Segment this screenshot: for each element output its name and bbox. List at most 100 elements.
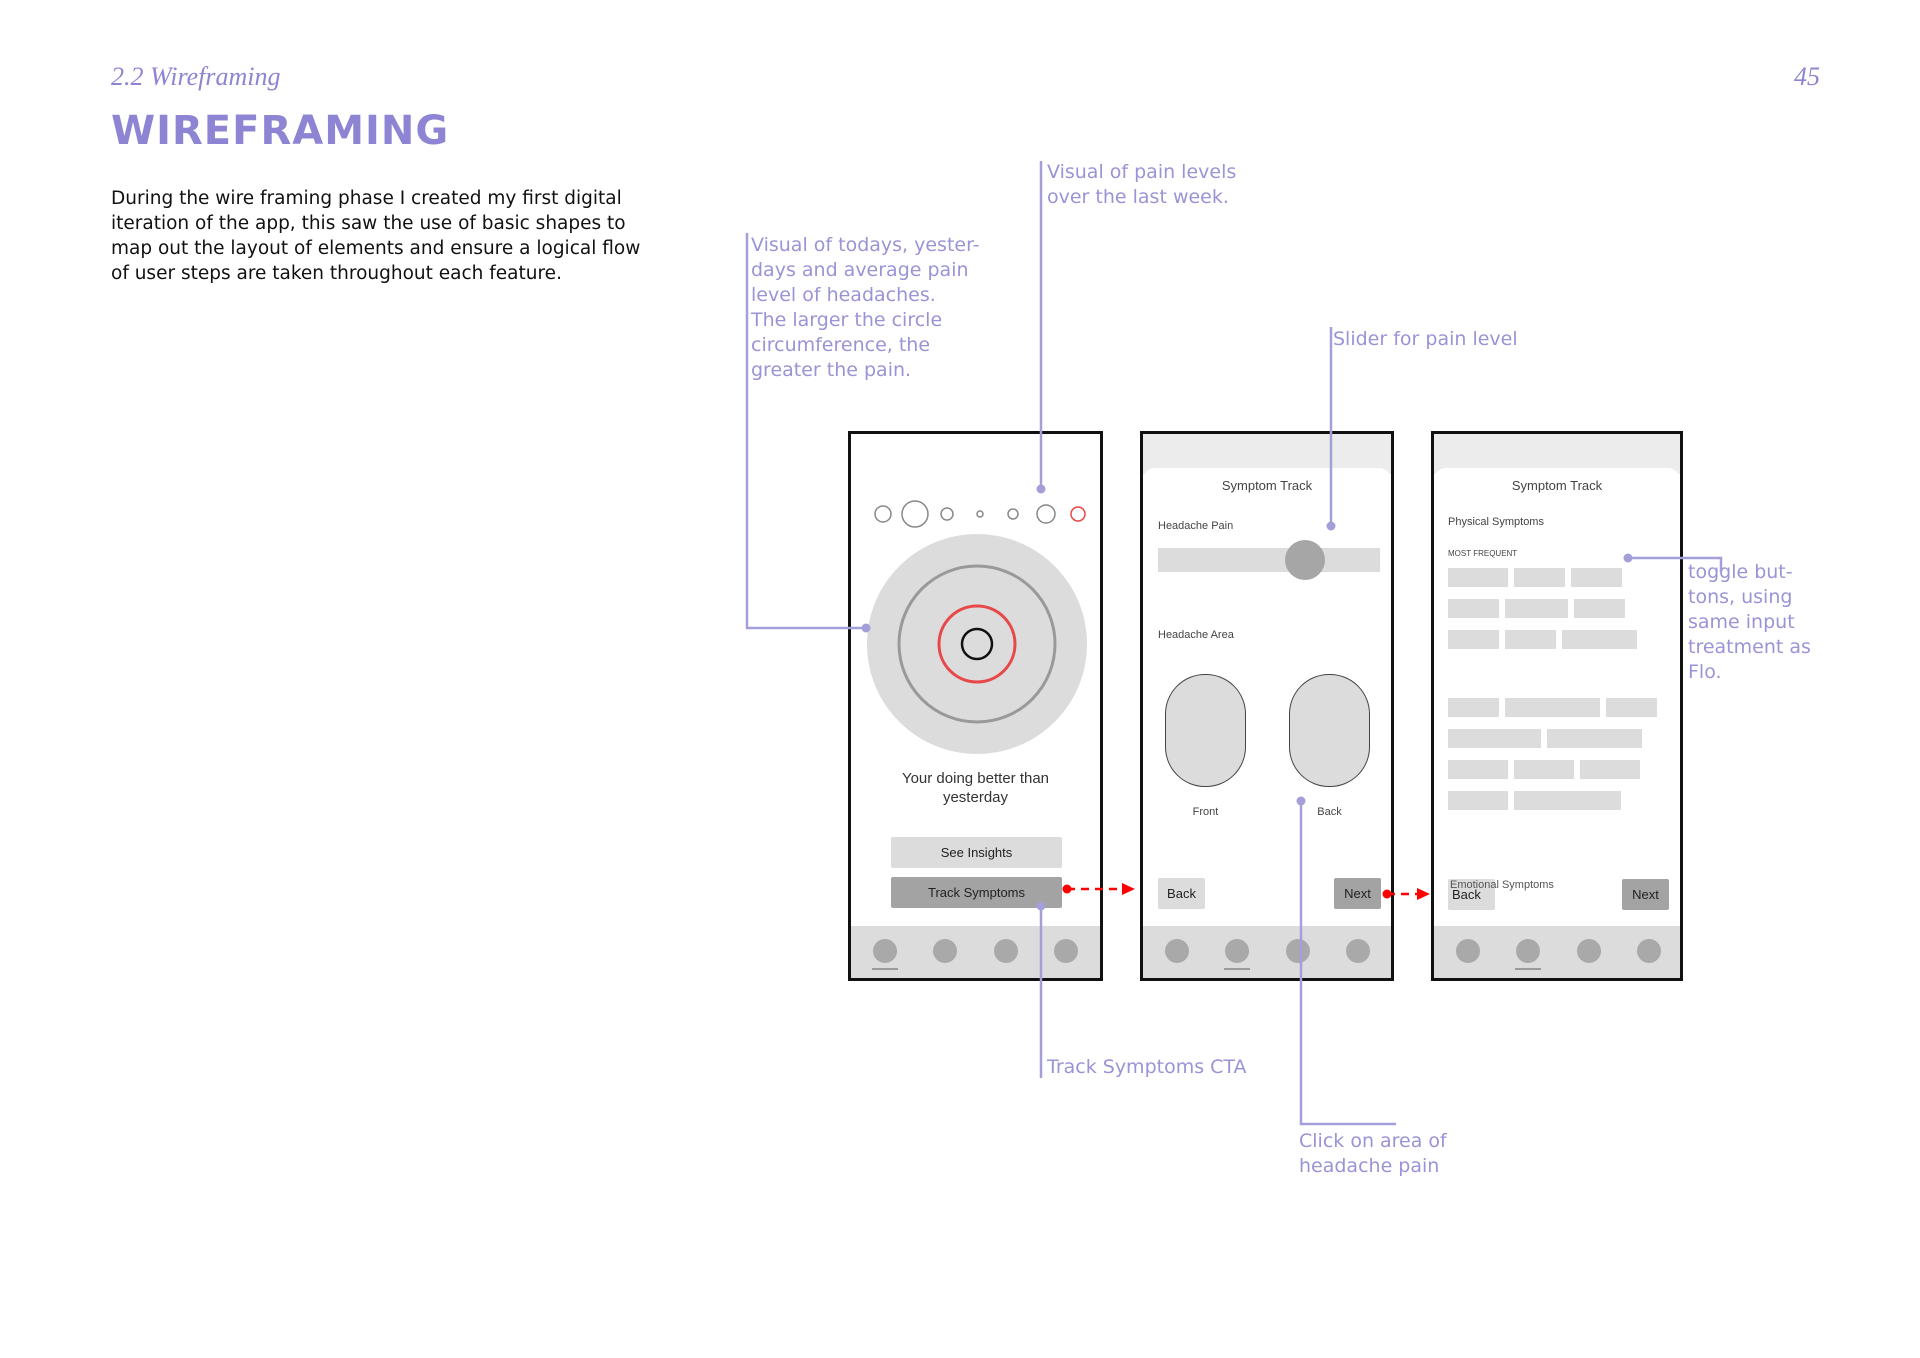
day-circle (901, 500, 929, 528)
day-circle-today (1070, 506, 1086, 522)
symptom-toggle[interactable] (1448, 630, 1499, 649)
pain-slider-track[interactable] (1158, 548, 1380, 572)
nav-item-icon[interactable] (994, 939, 1018, 963)
section-label: 2.2 Wireframing (111, 62, 281, 91)
annotation-line: greater the pain. (751, 359, 912, 381)
symptom-toggle[interactable] (1505, 630, 1556, 649)
emotional-symptoms-label: Emotional Symptoms (1450, 879, 1554, 891)
annotation-line: treatment as (1688, 636, 1811, 658)
bottom-nav (1143, 926, 1391, 978)
back-label: Back (1317, 806, 1342, 818)
annotation-track-cta: Track Symptoms CTA (1047, 1056, 1247, 1078)
nav-item-icon[interactable] (1346, 939, 1370, 963)
symptom-toggle[interactable] (1547, 729, 1642, 748)
next-button[interactable]: Next (1334, 878, 1381, 909)
intro-paragraph: During the wire framing phase I created … (111, 188, 641, 284)
yesterday-pain-circle (897, 564, 1057, 724)
back-button[interactable]: Back (1158, 878, 1205, 909)
symptom-toggle[interactable] (1448, 599, 1499, 618)
annotation-toggle-buttons: toggle but- tons, using same input treat… (1688, 560, 1811, 685)
day-circle (1007, 508, 1019, 520)
symptom-toggle[interactable] (1514, 568, 1565, 587)
symptom-toggle[interactable] (1448, 729, 1541, 748)
nav-home-icon[interactable] (873, 939, 897, 963)
sheet-top (1143, 468, 1391, 488)
symptom-toggle[interactable] (1514, 760, 1574, 779)
page-number: 45 (1794, 62, 1820, 91)
headache-pain-label: Headache Pain (1158, 520, 1234, 532)
day-circle (874, 505, 892, 523)
flow-arrow-head (1417, 888, 1430, 900)
annotation-line: days and average pain (751, 259, 969, 281)
bottom-nav (851, 926, 1100, 978)
screen-title: Symptom Track (1511, 478, 1603, 493)
see-insights-button[interactable]: See Insights (891, 837, 1062, 868)
nav-home-icon[interactable] (1165, 939, 1189, 963)
nav-item-icon[interactable] (1577, 939, 1601, 963)
next-button[interactable]: Next (1622, 879, 1669, 910)
annotation-line: circumference, the (751, 334, 931, 356)
page-title: WIREFRAMING (111, 108, 450, 154)
head-front-area[interactable] (1165, 674, 1246, 787)
flow-arrow-head (1122, 883, 1135, 895)
symptom-toggle[interactable] (1562, 630, 1637, 649)
annotation-line: Visual of todays, yester- (751, 234, 980, 256)
track-symptoms-button[interactable]: Track Symptoms (891, 877, 1062, 908)
annotation-line: tons, using (1688, 586, 1793, 608)
annotation-line: same input (1688, 611, 1795, 633)
annotation-line: level of headaches. (751, 284, 936, 306)
leader-dot (1036, 901, 1046, 911)
leader-line-todays-visual (745, 233, 866, 630)
day-circle (940, 507, 954, 521)
symptom-toggle[interactable] (1574, 599, 1625, 618)
nav-item-icon[interactable] (1516, 939, 1540, 963)
symptom-toggle[interactable] (1505, 698, 1600, 717)
annotation-pain-levels-week: Visual of pain levels over the last week… (1047, 160, 1236, 210)
annotation-slider: Slider for pain level (1333, 328, 1518, 350)
annotation-todays-visual: Visual of todays, yester- days and avera… (751, 233, 980, 383)
wireframe-home-screen: Your doing better than yesterday See Ins… (848, 431, 1103, 981)
leader-line-click-area (1299, 801, 1396, 1126)
symptom-toggle[interactable] (1448, 698, 1499, 717)
most-frequent-label: MOST FREQUENT (1448, 549, 1518, 558)
screen-title: Symptom Track (1221, 478, 1313, 493)
flow-arrow-start (1382, 889, 1392, 899)
status-bar (1434, 434, 1680, 474)
wireframe-symptoms-list-screen: Symptom Track Physical Symptoms MOST FRE… (1431, 431, 1683, 981)
back-button[interactable]: Back (1448, 879, 1495, 910)
leader-dot (1326, 521, 1336, 531)
nav-item-icon[interactable] (1637, 939, 1661, 963)
leader-dot (1623, 553, 1633, 563)
pain-slider-thumb[interactable] (1284, 540, 1325, 580)
symptom-toggle[interactable] (1514, 791, 1621, 810)
annotation-line: over the last week. (1047, 186, 1229, 208)
nav-item-icon[interactable] (1054, 939, 1078, 963)
symptom-toggle[interactable] (1448, 568, 1508, 587)
annotation-line: The larger the circle (751, 309, 943, 331)
head-back-area[interactable] (1289, 674, 1370, 787)
center-circle (960, 627, 994, 661)
leader-dot (1036, 484, 1046, 494)
status-bar (1143, 434, 1391, 474)
nav-item-icon[interactable] (933, 939, 957, 963)
leader-line-toggle (1628, 556, 1723, 572)
symptom-toggle[interactable] (1505, 599, 1568, 618)
status-line: Your doing better than (901, 770, 1050, 787)
symptom-toggle[interactable] (1571, 568, 1622, 587)
today-pain-circle (937, 604, 1017, 684)
annotation-line: headache pain (1299, 1155, 1440, 1177)
nav-item-icon[interactable] (1286, 939, 1310, 963)
nav-item-icon[interactable] (1225, 939, 1249, 963)
symptom-toggle[interactable] (1448, 760, 1508, 779)
bottom-nav (1434, 926, 1680, 978)
status-line: yesterday (942, 789, 1009, 806)
symptom-toggle[interactable] (1606, 698, 1657, 717)
nav-home-icon[interactable] (1456, 939, 1480, 963)
symptom-toggle[interactable] (1448, 791, 1508, 810)
physical-symptoms-label: Physical Symptoms (1448, 516, 1544, 528)
symptom-toggle[interactable] (1580, 760, 1640, 779)
annotation-line: Click on area of (1299, 1130, 1447, 1152)
headache-area-label: Headache Area (1158, 629, 1234, 641)
leader-dot (1296, 796, 1306, 806)
